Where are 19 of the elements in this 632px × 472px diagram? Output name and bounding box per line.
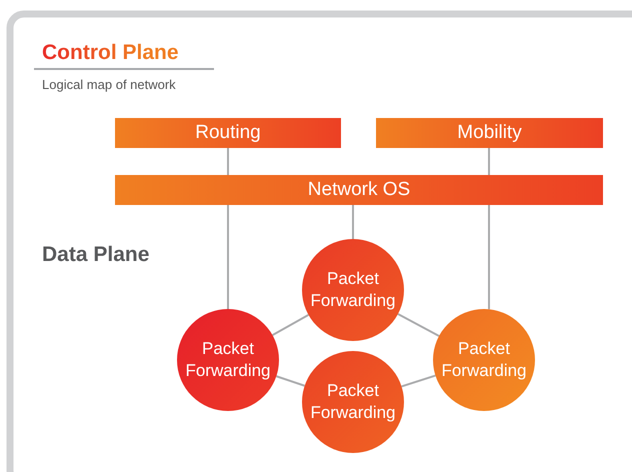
layer-bar: Mobility — [376, 118, 603, 148]
connector-line — [352, 205, 354, 239]
section-label: Data Plane — [42, 243, 150, 267]
connector-line — [227, 148, 229, 175]
connector-line — [398, 313, 440, 337]
layer-bar: Network OS — [115, 175, 603, 205]
subtitle: Logical map of network — [42, 77, 176, 92]
connector-line — [488, 148, 490, 175]
layer-bar: Routing — [115, 118, 341, 148]
forwarding-circle: Packet Forwarding — [302, 239, 404, 341]
forwarding-circle: Packet Forwarding — [177, 309, 279, 411]
connector-line — [227, 205, 229, 309]
heading: Control Plane — [34, 41, 214, 70]
forwarding-circle: Packet Forwarding — [302, 351, 404, 453]
connector-line — [488, 205, 490, 310]
connector-line — [276, 375, 305, 387]
forwarding-circle: Packet Forwarding — [433, 309, 535, 411]
connector-line — [272, 314, 309, 336]
connector-line — [401, 374, 436, 388]
